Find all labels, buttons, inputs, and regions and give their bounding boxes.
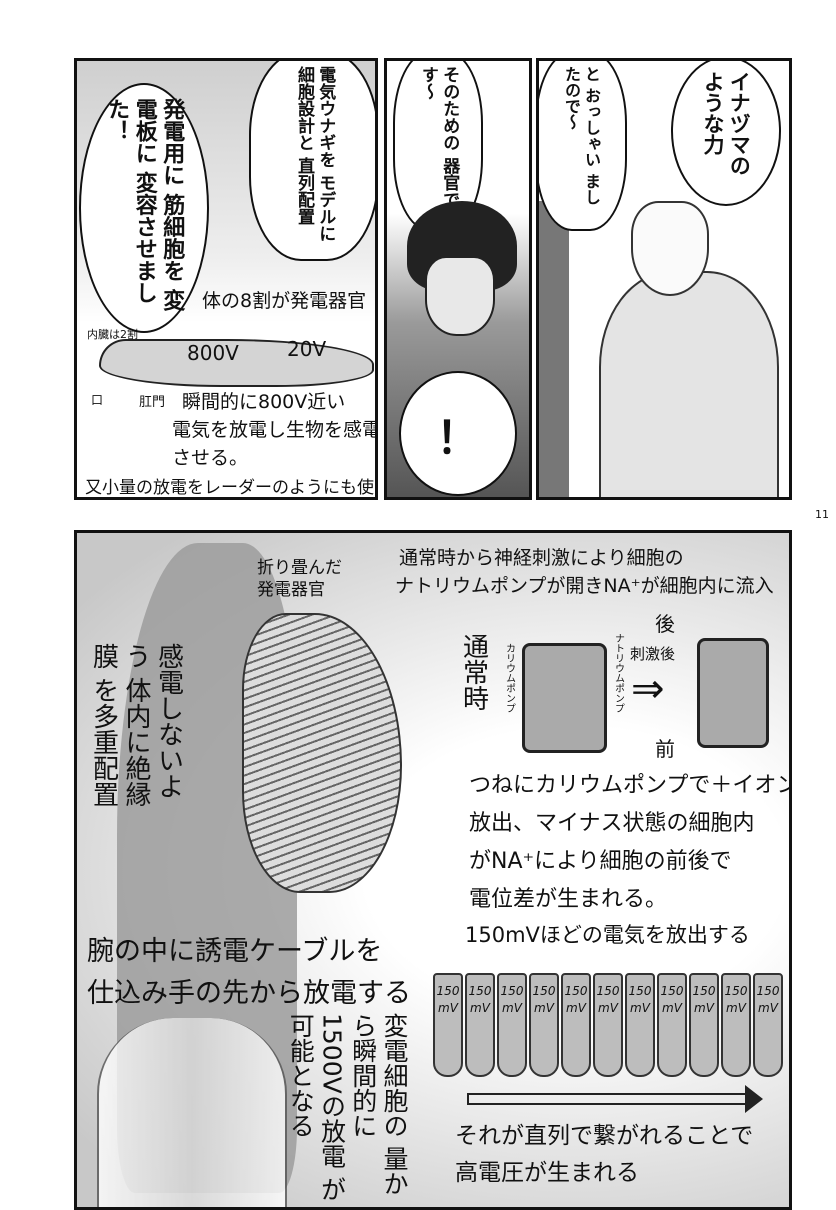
explain-text: 150mVほどの電気を放出する [465, 923, 750, 947]
note-text: 口 [91, 393, 104, 407]
note-text: ナトリウムポンプが開きNA⁺が細胞内に流入 [395, 575, 774, 597]
cell-150mv: 150 mV [465, 973, 495, 1077]
cell-150mv: 150 mV [657, 973, 687, 1077]
speech-bubble: 発電用に 筋細胞を 変電板に 変容させました！ [79, 83, 209, 333]
explain-text: 放出、マイナス状態の細胞内 [469, 811, 755, 836]
eel-illustration [99, 339, 374, 387]
note-text: させる。 [172, 447, 249, 469]
note-text: 通常時から神経刺激により細胞の [399, 547, 684, 569]
note-text: 後 [655, 612, 675, 636]
panel-mechanism-diagram: 折り畳んだ 発電器官 感電しないよう 体内に絶縁膜 を多重配置 通常時から神経刺… [74, 530, 792, 1210]
cell-150mv: 150 mV [753, 973, 783, 1077]
pump-label: カリウムポンプ [503, 643, 515, 713]
electric-organ-illustration [242, 613, 402, 893]
note-text: 体の8割が発電器官 [202, 290, 367, 312]
panel-hero-surprised: そのための 器官です〜 ！ [384, 58, 532, 500]
cell-150mv: 150 mV [529, 973, 559, 1077]
voltage-label: 800V [187, 341, 239, 365]
pump-label: ナトリウムポンプ [612, 633, 624, 713]
note-text: 発電器官 [257, 580, 325, 600]
note-text: 仕込み手の先から放電する [87, 978, 411, 1009]
discharge-note: 変電細胞の 量から瞬間的に 1500Vの放電 が可能となる [286, 1013, 409, 1202]
cell-150mv: 150 mV [561, 973, 591, 1077]
cell-150mv: 150 mV [721, 973, 751, 1077]
voltage-label: 20V [287, 337, 327, 361]
note-text: 前 [655, 737, 675, 761]
note-text: 高電圧が生まれる [455, 1160, 639, 1186]
note-text: 折り畳んだ [257, 558, 342, 578]
arrow-right-icon: ⇒ [631, 666, 665, 712]
speech-text: 発電用に 筋細胞を 変電板に 変容させました！ [104, 98, 185, 312]
character-body [599, 271, 779, 497]
cell-150mv: 150 mV [593, 973, 623, 1077]
note-text: 内臓は2割 [87, 328, 138, 341]
figures-illustration [97, 1018, 287, 1207]
page-number: 11 [815, 508, 829, 521]
speech-bubble: 電気ウナギを モデルに細胞設計と 直列配置 [249, 61, 375, 261]
note-text: 又小量の放電をレーダーのようにも使う [85, 478, 378, 498]
panel-eel-explanation: 発電用に 筋細胞を 変電板に 変容させました！ 電気ウナギを モデルに細胞設計と… [74, 58, 378, 500]
note-text: 刺激後 [630, 645, 676, 663]
normal-state-label: 通常時 [458, 633, 489, 711]
exclaim-text: ！ [436, 412, 480, 464]
cell-150mv: 150 mV [625, 973, 655, 1077]
speech-text: と おっしゃい ましたので〜 [562, 66, 601, 206]
speech-text: 電気ウナギを モデルに細胞設計と 直列配置 [294, 66, 336, 242]
explain-text: 電位差が生まれる。 [469, 887, 668, 912]
cell-150mv: 150 mV [433, 973, 463, 1077]
series-arrow-head-icon [745, 1085, 763, 1113]
explain-text: がNA⁺により細胞の前後で [469, 849, 732, 874]
cell-150mv: 150 mV [689, 973, 719, 1077]
note-text: 肛門 [139, 395, 166, 410]
speech-text: イナヅマの ような力 [701, 71, 752, 176]
speech-bubble: イナヅマの ような力 [671, 61, 781, 206]
exclaim-bubble: ！ [399, 371, 517, 496]
series-arrow-icon [467, 1093, 747, 1105]
cell-diagram-normal [522, 643, 607, 753]
note-text: それが直列で繋がれることで [455, 1123, 754, 1149]
explain-text: つねにカリウムポンプで＋イオンを [469, 773, 792, 798]
cell-150mv: 150 mV [497, 973, 527, 1077]
panel-girl-speaking: と おっしゃい ましたので〜 イナヅマの ような力 [536, 58, 792, 500]
cell-diagram-stimulated [697, 638, 769, 748]
insulation-note: 感電しないよう 体内に絶縁膜 を多重配置 [88, 643, 184, 808]
note-text: 瞬間的に800V近い [182, 391, 346, 413]
cell-series: 150 mV 150 mV 150 mV 150 mV 150 mV 150 m… [433, 973, 785, 1077]
door-frame [539, 201, 569, 497]
speech-text: そのための 器官です〜 [418, 66, 460, 208]
note-text: 腕の中に誘電ケーブルを [87, 936, 383, 967]
character-face [425, 256, 495, 336]
speech-bubble: と おっしゃい ましたので〜 [539, 61, 627, 231]
note-text: 電気を放電し生物を感電 [172, 419, 378, 441]
character-face [631, 201, 709, 296]
